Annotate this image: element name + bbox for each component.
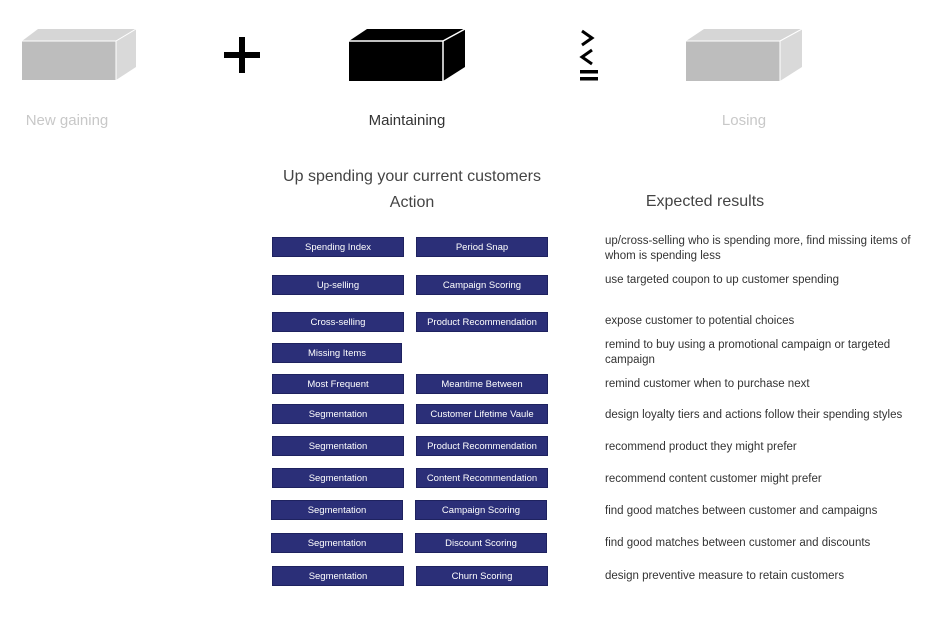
expected-result-text: recommend product they might prefer [605, 441, 797, 453]
action-chip-secondary: Period Snap [416, 237, 548, 257]
action-chip-primary: Up-selling [272, 275, 404, 295]
action-chip-secondary: Discount Scoring [415, 533, 547, 553]
compare-operators-icon [579, 29, 598, 81]
expected-result-text: remind customer when to purchase next [605, 378, 810, 390]
action-chip-primary: Cross-selling [272, 312, 404, 332]
action-chip-primary: Segmentation [272, 566, 404, 586]
action-chip-primary: Segmentation [272, 404, 404, 424]
action-chip-primary: Segmentation [271, 533, 403, 553]
maintaining-box-icon [349, 28, 466, 81]
losing-label: Losing [721, 112, 767, 129]
losing-box-icon [686, 28, 803, 81]
action-chip-secondary: Campaign Scoring [415, 500, 547, 520]
expected-result-text: design preventive measure to retain cust… [605, 570, 845, 582]
action-chip-primary: Segmentation [272, 436, 404, 456]
section-title: Up spending your current customers [283, 168, 541, 185]
new-gaining-label: New gaining [25, 112, 109, 129]
expected-result-text: up/cross-selling who is spending more, f… [605, 235, 911, 262]
action-chip-secondary: Product Recommendation [416, 436, 548, 456]
expected-result-text: expose customer to potential choices [605, 315, 795, 327]
action-chip-primary: Most Frequent [272, 374, 404, 394]
action-chip-secondary: Product Recommendation [416, 312, 548, 332]
action-chip-primary: Missing Items [272, 343, 402, 363]
action-header: Action [389, 194, 435, 211]
action-chip-secondary: Meantime Between [416, 374, 548, 394]
expected-result-text: design loyalty tiers and actions follow … [605, 409, 903, 421]
action-chip-secondary: Churn Scoring [416, 566, 548, 586]
maintaining-label: Maintaining [368, 112, 446, 129]
expected-result-text: find good matches between customer and c… [605, 505, 878, 517]
expected-result-text: recommend content customer might prefer [605, 473, 822, 485]
action-chip-primary: Segmentation [271, 500, 403, 520]
action-chip-secondary: Campaign Scoring [416, 275, 548, 295]
expected-result-text: remind to buy using a promotional campai… [605, 339, 891, 366]
new-gaining-box-icon [22, 28, 137, 80]
expected-result-text: use targeted coupon to up customer spend… [605, 274, 839, 286]
action-chip-primary: Segmentation [272, 468, 404, 488]
action-chip-secondary: Content Recommendation [416, 468, 548, 488]
action-chip-primary: Spending Index [272, 237, 404, 257]
plus-icon [224, 37, 260, 73]
expected-results-header: Expected results [645, 193, 765, 210]
action-chip-secondary: Customer Lifetime Vaule [416, 404, 548, 424]
expected-result-text: find good matches between customer and d… [605, 537, 871, 549]
